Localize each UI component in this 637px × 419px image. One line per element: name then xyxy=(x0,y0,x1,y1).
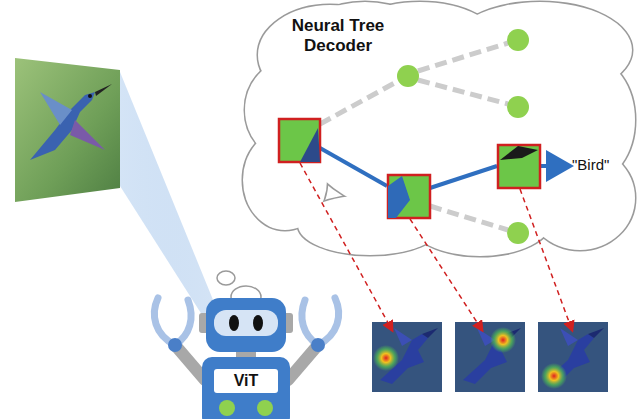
hummingbird xyxy=(30,84,112,160)
cloud-title: Neural Tree Decoder xyxy=(282,16,394,56)
decoder-cloud: Neural Tree Decoder xyxy=(240,0,637,258)
model-name: ViT xyxy=(234,372,259,390)
robot xyxy=(199,298,293,419)
vision-beam xyxy=(120,72,218,340)
thought-bubble xyxy=(217,271,235,285)
input-photo xyxy=(15,58,120,202)
vit-label-box: ViT xyxy=(214,369,278,393)
attention-map xyxy=(538,322,608,392)
output-label: "Bird" xyxy=(572,156,609,174)
attention-map xyxy=(455,322,525,392)
attention-map xyxy=(372,322,442,392)
